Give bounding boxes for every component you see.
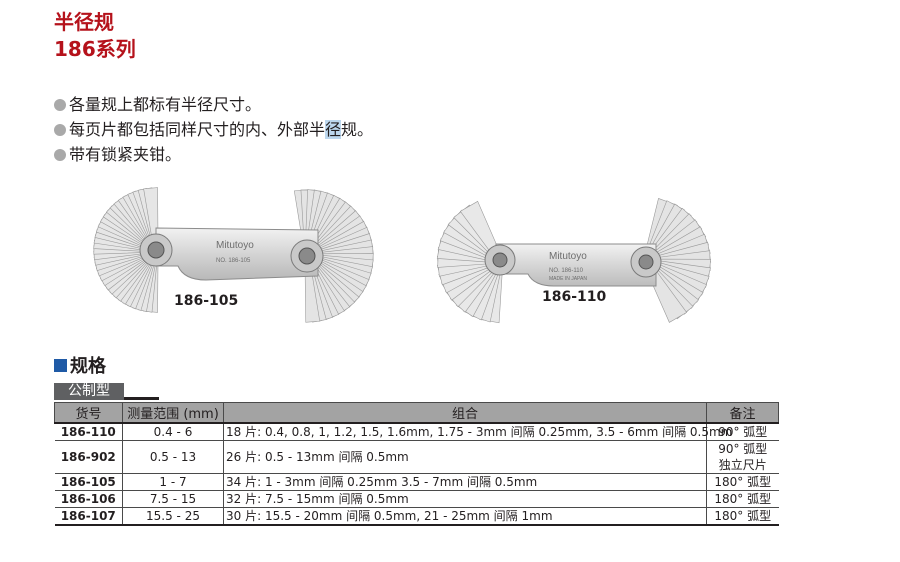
- brand-engraving: Mitutoyo: [549, 251, 587, 262]
- column-header: 货号: [54, 402, 123, 424]
- range-cell: 7.5 - 15: [122, 490, 224, 508]
- model-label: 186-110: [542, 289, 607, 305]
- column-header: 备注: [706, 402, 779, 424]
- combination-cell: 18 片: 0.4, 0.8, 1, 1.2, 1.5, 1.6mm, 1.75…: [223, 422, 732, 441]
- page-title: 半径规: [54, 10, 114, 34]
- spec-heading-text: 规格: [70, 356, 106, 377]
- range-cell: 0.4 - 6: [122, 422, 224, 441]
- combination-cell: 26 片: 0.5 - 13mm 间隔 0.5mm: [223, 440, 707, 474]
- bullet-dot-icon: [54, 98, 66, 111]
- highlighted-char: 径: [325, 120, 342, 139]
- spec-heading: 规格: [54, 352, 106, 378]
- feature-text: 各量规上都标有半径尺寸。: [69, 95, 262, 114]
- item-code-cell: 186-110: [54, 422, 123, 441]
- tab-rule: [124, 397, 159, 400]
- note-cell: 90° 弧型: [706, 422, 779, 441]
- feature-text: 带有锁紧夹钳。: [69, 145, 182, 164]
- model-label: 186-105: [174, 293, 239, 309]
- combination-cell: 32 片: 7.5 - 15mm 间隔 0.5mm: [223, 490, 707, 508]
- range-cell: 0.5 - 13: [122, 440, 224, 474]
- item-code-cell: 186-902: [54, 440, 123, 474]
- plate-engraving: NO. 186-110: [549, 268, 584, 274]
- gauge-186-110-image: Mitutoyo NO. 186-110 MADE IN JAPAN: [434, 194, 734, 339]
- bullet-dot-icon: [54, 148, 66, 161]
- combination-cell: 30 片: 15.5 - 20mm 间隔 0.5mm, 21 - 25mm 间隔…: [223, 507, 707, 526]
- metric-section-tab: 公制型: [54, 383, 124, 400]
- feature-item: 带有锁紧夹钳。: [54, 142, 373, 167]
- brand-engraving: Mitutoyo: [216, 240, 254, 251]
- feature-text: 每页片都包括同样尺寸的内、外部半径规。: [69, 120, 374, 139]
- feature-item: 各量规上都标有半径尺寸。: [54, 92, 373, 117]
- table-header-row: 货号 测量范围 (mm) 组合 备注: [54, 402, 779, 424]
- plate-engraving: NO. 186-105: [216, 258, 251, 264]
- column-header: 组合: [223, 402, 707, 424]
- note-cell: 180° 弧型: [706, 490, 779, 508]
- square-bullet-icon: [54, 358, 67, 372]
- gauge-186-105-image: Mitutoyo NO. 186-105: [86, 187, 386, 333]
- range-cell: 1 - 7: [122, 473, 224, 491]
- note-cell: 180° 弧型: [706, 507, 779, 526]
- radius-gauge-90-illustration: Mitutoyo NO. 186-110 MADE IN JAPAN: [436, 198, 712, 324]
- column-header: 测量范围 (mm): [122, 402, 224, 424]
- note-cell: 180° 弧型: [706, 473, 779, 491]
- series-subtitle: 186系列: [54, 37, 136, 61]
- note-cell: 90° 弧型独立尺片: [706, 440, 779, 474]
- item-code-cell: 186-105: [54, 473, 123, 491]
- combination-cell: 34 片: 1 - 3mm 间隔 0.25mm 3.5 - 7mm 间隔 0.5…: [223, 473, 707, 491]
- item-code-cell: 186-106: [54, 490, 123, 508]
- origin-engraving: MADE IN JAPAN: [549, 276, 587, 282]
- bullet-dot-icon: [54, 123, 66, 136]
- feature-list: 各量规上都标有半径尺寸。 每页片都包括同样尺寸的内、外部半径规。 带有锁紧夹钳。: [54, 92, 373, 167]
- feature-item: 每页片都包括同样尺寸的内、外部半径规。: [54, 117, 373, 142]
- item-code-cell: 186-107: [54, 507, 123, 526]
- range-cell: 15.5 - 25: [122, 507, 224, 526]
- radius-gauge-180-illustration: Mitutoyo NO. 186-105: [93, 187, 374, 323]
